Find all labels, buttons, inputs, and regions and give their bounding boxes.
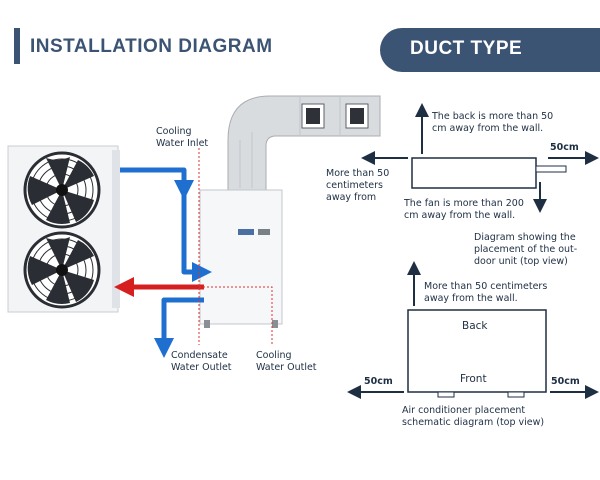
- cooling-water-inlet-label: Cooling Water Inlet: [156, 126, 209, 149]
- right-clearance-label: 50cm: [551, 376, 580, 387]
- water-pipes: [114, 167, 212, 358]
- fan-icon: [23, 151, 101, 229]
- duct-top-view-caption: Diagram showing the placement of the out…: [474, 232, 578, 267]
- left-clearance-label: 50cm: [364, 376, 393, 387]
- duct-type-badge-label: DUCT TYPE: [410, 38, 523, 59]
- right-clearance-label: 50cm: [550, 142, 579, 153]
- side-clearance-note: More than 50 centimeters away from: [326, 168, 390, 203]
- title-accent-bar: [14, 28, 20, 64]
- back-clearance-note: The back is more than 50 cm away from th…: [432, 111, 554, 134]
- fan-clearance-note: The fan is more than 200 cm away from th…: [404, 198, 524, 221]
- outdoor-unit: [7, 145, 120, 313]
- page-title: INSTALLATION DIAGRAM: [30, 36, 273, 57]
- air-duct: [227, 95, 381, 191]
- ac-top-view: [347, 261, 599, 399]
- front-side-label: Front: [460, 373, 487, 385]
- fan-icon: [23, 231, 101, 309]
- cooling-water-outlet-label: Cooling Water Outlet: [256, 350, 317, 373]
- condensate-water-outlet-label: Condensate Water Outlet: [171, 350, 232, 373]
- duct-type-badge: [380, 28, 600, 72]
- indoor-unit: [199, 189, 283, 328]
- back-side-label: Back: [462, 320, 488, 332]
- ac-placement-caption: Air conditioner placement schematic diag…: [402, 405, 545, 428]
- boundary-lines: [198, 148, 273, 345]
- duct-top-view: [361, 103, 599, 213]
- top-clearance-note: More than 50 centimeters away from the w…: [424, 281, 548, 304]
